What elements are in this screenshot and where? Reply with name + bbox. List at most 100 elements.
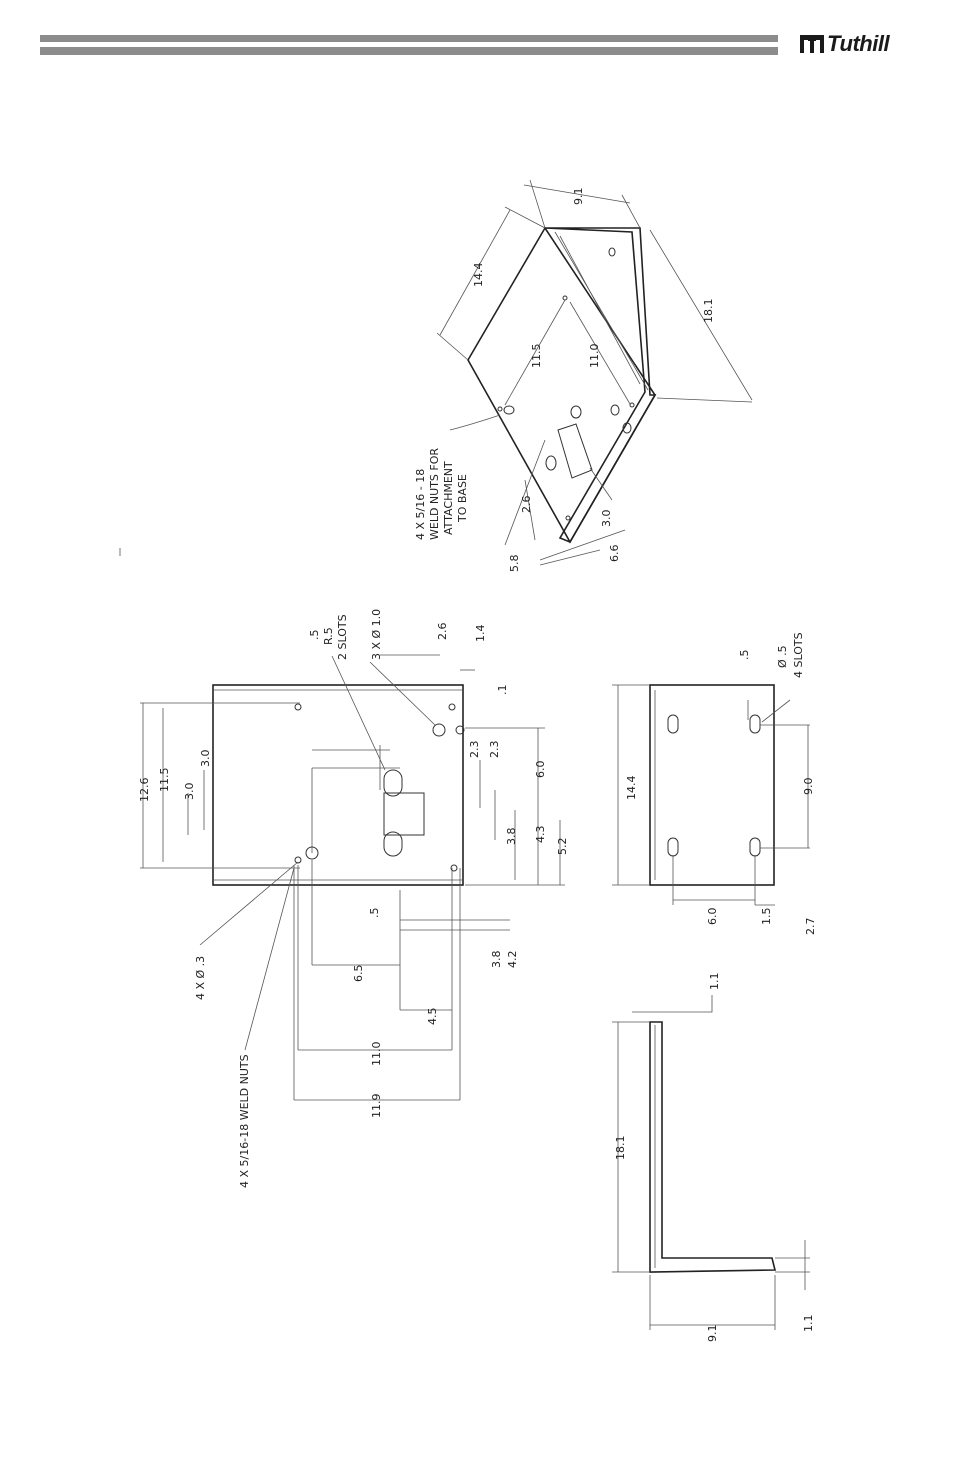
iso-dim-6-6: 6.6	[608, 545, 621, 563]
iso-nut	[497, 406, 503, 412]
iso-dim-line	[504, 299, 566, 406]
iso-dim-line	[539, 549, 601, 566]
top-dim-r-0-5: R.5	[322, 627, 335, 645]
top-hole	[432, 723, 446, 737]
iso-nut	[562, 295, 568, 301]
top-callout-nuts: 4 X 5/16-18 WELD NUTS	[238, 1054, 251, 1188]
iso-dim-line	[539, 529, 626, 561]
iso-dim-3-0: 3.0	[600, 510, 613, 528]
side-dim-9-0: 9.0	[802, 778, 815, 796]
front-dim-1-1-bottom: 1.1	[802, 1315, 815, 1333]
top-plate-outline	[212, 684, 464, 886]
front-dim-18-1: 18.1	[614, 1136, 627, 1161]
side-flange-outline	[649, 684, 775, 886]
top-leader-nuts	[244, 867, 295, 1051]
iso-ext-line	[656, 397, 753, 403]
top-dim-2-slots: 2 SLOTS	[336, 614, 349, 660]
front-leader	[680, 995, 713, 1013]
iso-hole	[503, 405, 515, 415]
iso-slot	[545, 455, 557, 471]
tuthill-logo-icon	[800, 35, 824, 53]
top-dim-4-3: 4.3	[534, 826, 547, 844]
top-dim-11-9: 11.9	[370, 1094, 383, 1119]
side-slot	[749, 837, 761, 857]
top-weld-nut	[294, 703, 302, 711]
iso-ext-line	[529, 179, 546, 229]
front-l-profile	[649, 1021, 777, 1273]
top-dim-1-4: 1.4	[474, 625, 487, 643]
iso-dim-line	[649, 229, 753, 401]
top-dim-3x-dia: 3 X Ø 1.0	[370, 609, 383, 660]
iso-dim-11-0: 11.0	[588, 344, 601, 369]
top-dim-4-2: 4.2	[506, 951, 519, 969]
top-dim-3-8b: 3.8	[490, 951, 503, 969]
top-dim-4-5: 4.5	[426, 1008, 439, 1026]
top-dim-3-8: 3.8	[505, 828, 518, 846]
iso-dim-11-5: 11.5	[530, 344, 543, 369]
iso-bend-line	[554, 231, 649, 391]
iso-ext-line	[436, 332, 469, 361]
side-slot	[667, 837, 679, 857]
iso-plate-outline	[467, 226, 656, 544]
top-dim-6-0: 6.0	[534, 761, 547, 779]
iso-dim-line	[439, 209, 511, 336]
iso-flange-outline	[544, 227, 657, 543]
iso-note-line-2: WELD NUTS FOR	[428, 448, 441, 540]
side-leader	[761, 699, 791, 723]
iso-leader	[449, 414, 501, 431]
iso-dim-line	[523, 184, 631, 204]
iso-note-line-1: 4 X 5/16 - 18	[414, 469, 427, 540]
top-slot	[383, 831, 403, 857]
iso-cutout	[557, 423, 593, 479]
isometric-view: 9.1 14.4 18.1 11.5 11.0 2.6 3.0 5.8 6.6 …	[414, 179, 753, 573]
top-dim-3-0b: 3.0	[199, 750, 212, 768]
iso-dim-18-1: 18.1	[702, 299, 715, 324]
side-dim-1-5: 1.5	[760, 908, 773, 926]
top-dim-11-5: 11.5	[158, 768, 171, 793]
iso-bend-line-2	[559, 235, 641, 385]
top-dim-2-3b: 2.3	[488, 741, 501, 759]
top-leader	[331, 655, 386, 771]
iso-ext-line	[504, 206, 546, 229]
front-dim-9-1: 9.1	[706, 1325, 719, 1343]
top-view: 12.6 11.5 3.0 3.0 .5 R.5 2 SLOTS 3 X Ø 1…	[138, 609, 569, 1188]
top-dim-11-0: 11.0	[370, 1042, 383, 1067]
side-view: 14.4 .5 Ø .5 4 SLOTS 9.0 6.0 1.5 2.7	[612, 632, 817, 935]
iso-note-line-3: ATTACHMENT	[442, 461, 455, 535]
front-dim-1-1-top: 1.1	[708, 973, 721, 991]
side-dim-0-5: .5	[738, 650, 751, 661]
iso-dim-9-1: 9.1	[572, 188, 585, 206]
iso-note-line-4: TO BASE	[456, 474, 469, 523]
top-dim-3-0a: 3.0	[183, 783, 196, 801]
side-dim-dia-0-5: Ø .5	[776, 645, 789, 668]
top-weld-nut	[448, 703, 456, 711]
iso-dim-line	[569, 301, 631, 405]
side-dim-6-0: 6.0	[706, 908, 719, 926]
iso-nut	[629, 402, 635, 408]
iso-dim-5-8: 5.8	[508, 555, 521, 573]
top-hole-small	[455, 725, 465, 735]
side-dim-14-4: 14.4	[625, 776, 638, 801]
top-dim-5-2: 5.2	[556, 838, 569, 856]
iso-dim-14-4: 14.4	[472, 263, 485, 288]
top-slot	[383, 769, 403, 797]
iso-flange-hole	[610, 404, 620, 416]
side-slot	[749, 714, 761, 734]
top-leader-holes	[199, 861, 299, 946]
side-dim-2-7: 2.7	[804, 918, 817, 936]
front-view: 1.1 18.1 9.1 1.1	[612, 973, 815, 1343]
iso-dim-line	[589, 467, 613, 501]
top-weld-nut	[450, 864, 458, 872]
iso-hole	[570, 405, 582, 419]
top-dim-0-5b: .5	[368, 908, 381, 919]
top-dim-2-3a: 2.3	[468, 741, 481, 759]
top-dim-12-6: 12.6	[138, 778, 151, 803]
iso-flange-hole	[608, 247, 616, 257]
iso-dim-line	[524, 479, 536, 541]
top-weld-nut	[294, 856, 302, 864]
side-dim-4-slots: 4 SLOTS	[792, 632, 805, 678]
header-bar-top	[40, 35, 778, 42]
header-bar-bottom	[40, 47, 778, 55]
brand-name: Tuthill	[827, 31, 890, 56]
